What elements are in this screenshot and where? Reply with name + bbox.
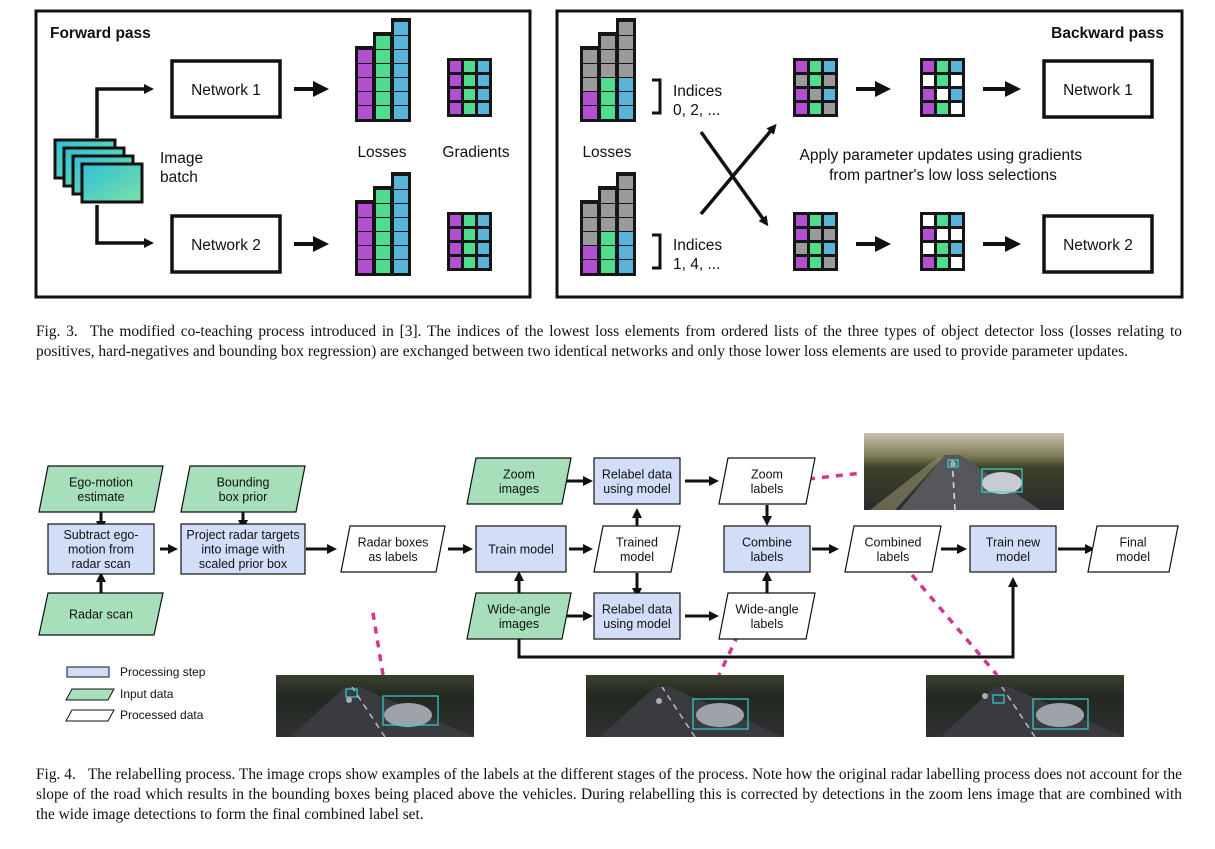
indices-bracket-top: [652, 78, 662, 115]
backward-losses-label: Losses: [582, 144, 631, 161]
backward-losses-stack-2: [580, 172, 636, 276]
backward-pass-title: Backward pass: [1051, 25, 1164, 42]
forward-pass-title: Forward pass: [50, 25, 151, 42]
wide-labels-photo: [586, 675, 784, 738]
figure4-caption-label: Fig. 4.: [36, 766, 76, 783]
backward-network2-label: Network 2: [1063, 237, 1133, 254]
legend: Processing step Input data Processed dat…: [65, 665, 206, 722]
indices-top-label: Indices 0, 2, ...: [673, 83, 726, 119]
grid-selected-top: [920, 58, 965, 117]
coteaching-diagram: Forward pass Image batch Network 1 Netwo…: [34, 9, 1184, 299]
arrow-batch-to-network2: [95, 205, 154, 248]
apply-updates-text: Apply parameter updates using gradients …: [800, 147, 1087, 184]
backward-losses-stack-1: [580, 18, 636, 122]
backward-network1-box: [1042, 59, 1154, 119]
image-batch-label: Image batch: [160, 150, 207, 186]
legend-processing-label: Processing step: [120, 665, 206, 679]
gradients-label: Gradients: [442, 144, 509, 161]
image-batch-icon: [53, 138, 144, 204]
figure3-caption: Fig. 3.The modified co-teaching process …: [36, 322, 1182, 362]
forward-network2-box: [170, 214, 282, 274]
grid-partner-grads-bottom: [793, 212, 838, 271]
node-train-model: Train model: [475, 525, 567, 573]
figure4-caption-text: The relabelling process. The image crops…: [36, 766, 1182, 823]
legend-processing-swatch: [66, 666, 110, 678]
backward-network1-label: Network 1: [1063, 82, 1133, 99]
backward-network2-box: [1042, 214, 1154, 274]
image-callout-lines: [370, 471, 999, 677]
gradients-grid-1: [447, 58, 492, 117]
forward-pass-panel: [34, 9, 532, 299]
grid-partner-grads-top: [793, 58, 838, 117]
gradients-grid-2: [447, 212, 492, 271]
figure3-caption-text: The modified co-teaching process introdu…: [36, 323, 1182, 360]
legend-input-swatch: [65, 688, 115, 701]
figure3-caption-label: Fig. 3.: [36, 323, 78, 340]
node-radar-scan-label: Radar scan: [69, 608, 133, 622]
arrow-cross-to-bottom: [699, 130, 769, 227]
arrow-cross-to-top: [699, 123, 777, 216]
forward-network1-label: Network 1: [191, 82, 261, 99]
forward-network2-label: Network 2: [191, 237, 261, 254]
flow-connectors: [96, 476, 1095, 659]
node-radar-scan: Radar scan: [38, 592, 164, 636]
forward-losses-stack-1: [355, 18, 411, 122]
radar-labels-photo: [276, 675, 474, 738]
zoom-labels-photo: [864, 433, 1064, 511]
node-train-model-label: Train model: [488, 543, 554, 557]
arrow-batch-to-network1: [95, 84, 154, 138]
figure4-caption: Fig. 4.The relabelling process. The imag…: [36, 765, 1182, 825]
grid-selected-bottom: [920, 212, 965, 271]
legend-processed-label: Processed data: [120, 708, 204, 722]
legend-input-label: Input data: [120, 687, 174, 701]
combined-labels-photo: [926, 675, 1124, 738]
legend-processed-swatch: [65, 709, 115, 722]
forward-losses-label: Losses: [357, 144, 406, 161]
indices-bracket-bottom: [652, 233, 662, 270]
forward-losses-stack-2: [355, 172, 411, 276]
forward-network1-box: [170, 59, 282, 119]
indices-bottom-label: Indices 1, 4, ...: [673, 237, 726, 273]
backward-pass-panel: [555, 9, 1184, 299]
